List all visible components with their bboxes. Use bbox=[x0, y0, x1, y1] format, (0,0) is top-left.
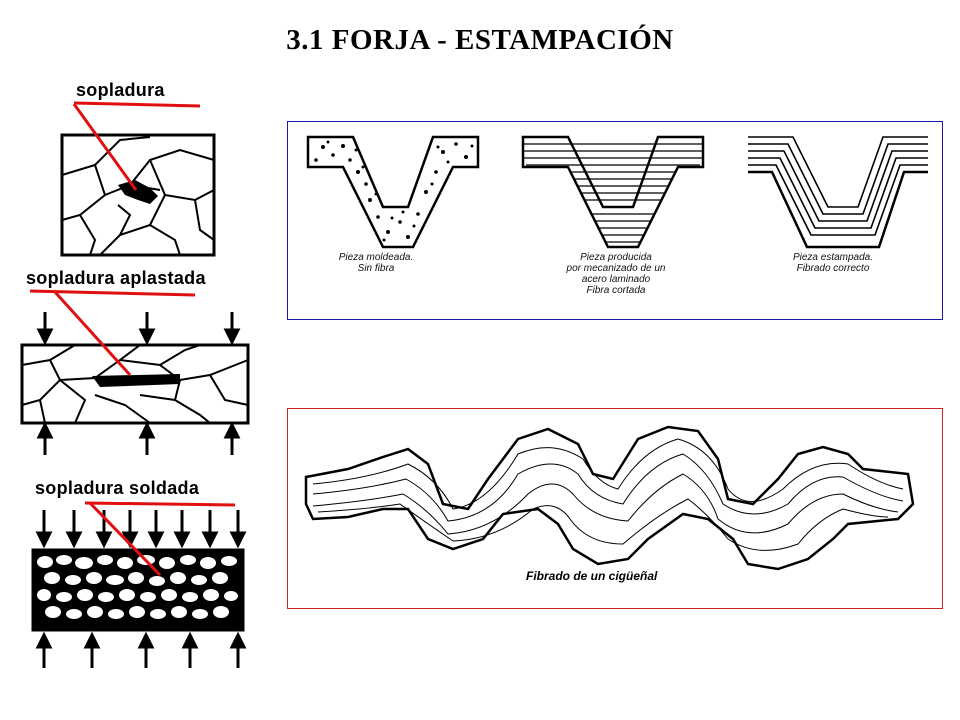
crankshaft-panel: Fibrado de un cigüeñal bbox=[287, 408, 943, 609]
forged-part bbox=[748, 136, 928, 249]
caption-machined-line3: acero laminado bbox=[581, 274, 651, 285]
caption-machined: Pieza producida por mecanizado de un ace… bbox=[546, 252, 686, 296]
caption-cast-line1: Pieza moldeada. bbox=[338, 252, 414, 263]
label-sopladura-soldada: sopladura soldada bbox=[35, 478, 200, 498]
caption-machined-line1: Pieza producida bbox=[580, 252, 652, 263]
caption-forged: Pieza estampada. Fibrado correcto bbox=[768, 252, 898, 274]
page-title: 3.1 FORJA - ESTAMPACIÓN bbox=[286, 24, 674, 56]
flattened-block bbox=[20, 312, 250, 455]
caption-machined-line2: por mecanizado de un bbox=[566, 263, 666, 274]
crankshaft-caption: Fibrado de un cigüeñal bbox=[526, 569, 658, 583]
fibre-shapes bbox=[306, 135, 928, 249]
label-sopladura-aplastada: sopladura aplastada bbox=[26, 268, 206, 288]
red-pointers bbox=[29, 101, 236, 577]
label-sopladura: sopladura bbox=[76, 80, 165, 100]
caption-forged-line1: Pieza estampada. bbox=[792, 252, 874, 263]
blowhole-block bbox=[60, 133, 216, 257]
fibre-comparison-panel: Pieza moldeada. Sin fibra Pieza producid… bbox=[287, 121, 943, 320]
caption-cast: Pieza moldeada. Sin fibra bbox=[316, 252, 436, 274]
caption-cast-line2: Sin fibra bbox=[357, 263, 395, 274]
welded-block bbox=[31, 510, 247, 668]
crankshaft-drawing bbox=[304, 425, 915, 571]
machined-part bbox=[521, 135, 705, 249]
cast-part bbox=[306, 135, 480, 249]
caption-forged-line2: Fibrado correcto bbox=[796, 263, 870, 274]
caption-machined-line4: Fibra cortada bbox=[586, 285, 646, 296]
